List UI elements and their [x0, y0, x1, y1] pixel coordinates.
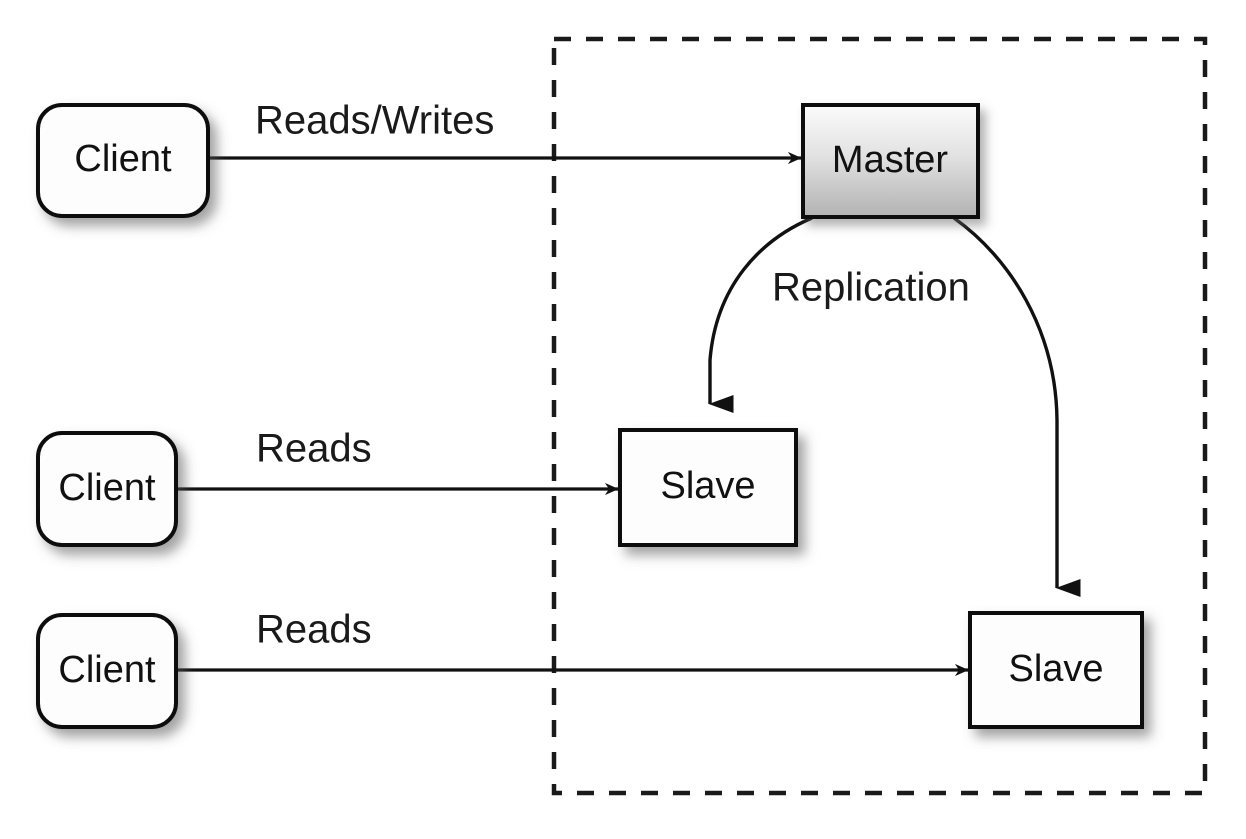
database-cluster-boundary	[551, 36, 1208, 796]
edge-label-reads-lower: Reads	[256, 608, 372, 652]
master-shape[interactable]	[801, 103, 980, 219]
edge-master-to-slave-2	[953, 216, 1081, 597]
node-client-1[interactable]: Client	[36, 103, 210, 218]
client-1-shape[interactable]	[36, 103, 210, 218]
slave-1-shape[interactable]	[618, 428, 798, 547]
slave-1-label: Slave	[660, 465, 755, 507]
client-2-label: Client	[58, 467, 156, 509]
node-master[interactable]: Master	[801, 103, 980, 219]
edge-curve-replication-left	[708, 216, 813, 413]
client-1-label: Client	[74, 138, 172, 180]
slave-2-label: Slave	[1008, 648, 1103, 690]
edge-label-reads-writes: Reads/Writes	[255, 99, 494, 143]
client-3-shape[interactable]	[36, 613, 178, 729]
slave-2-shape[interactable]	[968, 611, 1144, 729]
node-client-3[interactable]: Client	[36, 613, 178, 729]
edge-master-to-slave-1	[708, 216, 813, 413]
client-3-label: Client	[58, 649, 156, 691]
node-slave-1[interactable]: Slave	[618, 428, 798, 547]
node-slave-2[interactable]: Slave	[968, 611, 1144, 729]
edge-label-reads-upper: Reads	[256, 427, 372, 471]
edge-label-replication: Replication	[772, 266, 970, 310]
client-2-shape[interactable]	[36, 431, 178, 547]
edge-curve-replication-right	[953, 216, 1081, 597]
master-label: Master	[832, 139, 948, 181]
node-client-2[interactable]: Client	[36, 431, 178, 547]
